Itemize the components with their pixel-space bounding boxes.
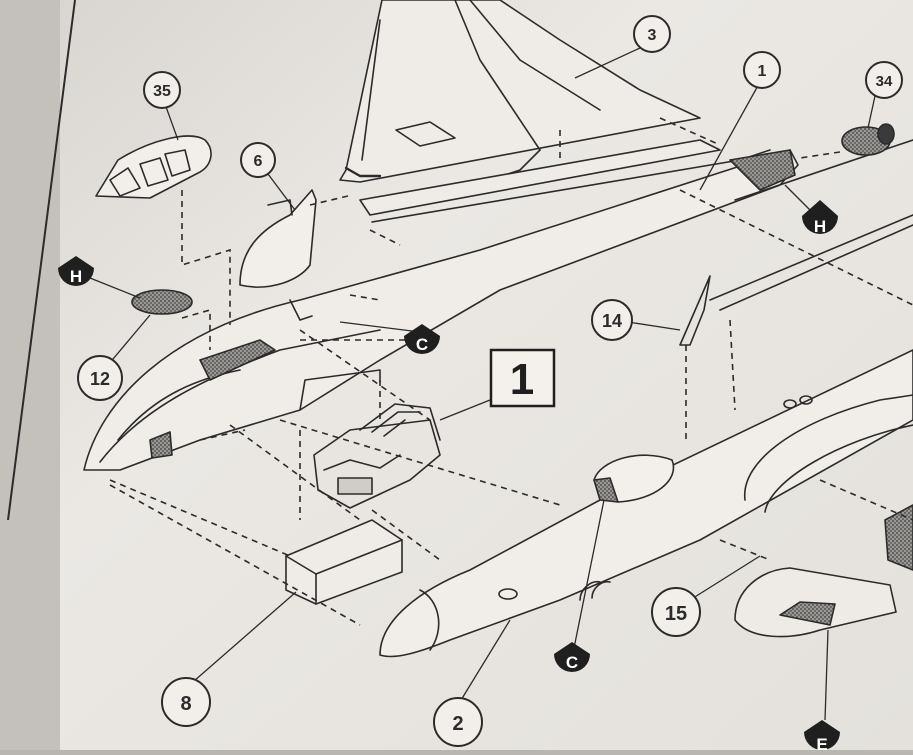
callouts: 35 6 3 1 34 12 14 8 <box>77 15 903 747</box>
marker-c-mid: C <box>404 324 440 354</box>
callout-35: 35 <box>143 71 181 109</box>
callout-35-label: 35 <box>153 83 171 100</box>
page-border-line <box>7 0 76 521</box>
callout-1-label: 1 <box>758 63 767 80</box>
callout-12-label: 12 <box>90 369 110 389</box>
step-number: 1 <box>510 355 534 404</box>
upper-fuselage-part <box>83 139 913 471</box>
marker-c-bottom-label: C <box>566 653 578 672</box>
marker-c-mid-label: C <box>416 335 428 354</box>
callout-3-label: 3 <box>648 27 657 44</box>
marker-h-left: H <box>58 256 94 286</box>
callout-15-label: 15 <box>665 603 687 625</box>
callout-6: 6 <box>240 142 276 178</box>
box-part <box>285 519 403 605</box>
callout-2-label: 2 <box>452 713 463 735</box>
callout-1: 1 <box>743 51 781 89</box>
callout-6-label: 6 <box>254 153 263 170</box>
callout-34-label: 34 <box>876 73 893 90</box>
canopy-part <box>95 135 212 199</box>
marker-h-top-label: H <box>814 217 826 236</box>
marker-e-bottom-label: E <box>816 735 827 750</box>
marker-h-top: H <box>802 200 838 236</box>
marker-h-left-label: H <box>70 267 82 286</box>
marker-c-bottom: C <box>554 642 590 672</box>
assembly-guide-lines <box>109 117 913 626</box>
callout-3: 3 <box>633 15 671 53</box>
exhaust-part <box>841 123 895 156</box>
callout-14: 14 <box>591 299 633 341</box>
callout-12: 12 <box>77 355 123 401</box>
callout-8-label: 8 <box>180 693 191 715</box>
color-markers: H H C C E <box>58 200 840 754</box>
lower-fuselage-part <box>379 349 913 658</box>
step-number-box: 1 <box>489 348 556 408</box>
marker-e-bottom: E <box>804 720 840 754</box>
leader-lines <box>89 47 876 721</box>
nacelle-part <box>734 504 913 638</box>
callout-8: 8 <box>161 677 211 727</box>
gun-part <box>149 431 173 459</box>
callout-2: 2 <box>433 697 483 747</box>
callout-34: 34 <box>865 61 903 99</box>
callout-14-label: 14 <box>602 311 622 331</box>
intake-part <box>239 189 317 288</box>
callout-15: 15 <box>651 587 701 637</box>
nose-weight-part <box>131 289 193 315</box>
